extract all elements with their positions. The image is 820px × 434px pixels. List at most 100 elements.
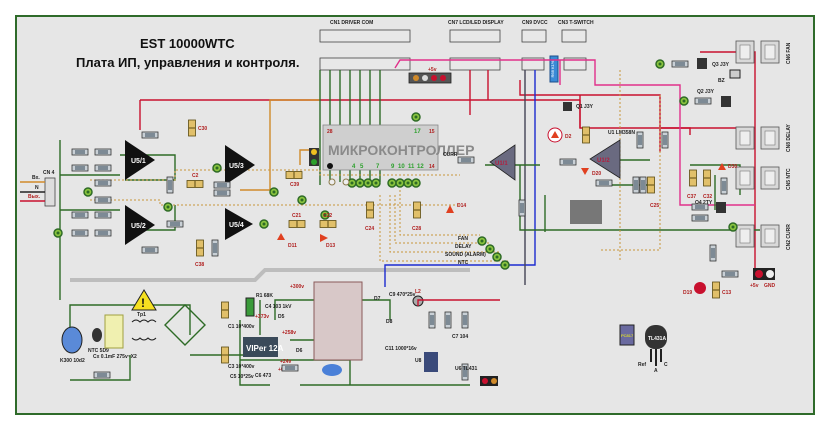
cn7-header bbox=[449, 57, 501, 71]
svg-text:R1 68K: R1 68K bbox=[256, 293, 273, 299]
diode-d11 bbox=[277, 233, 285, 240]
svg-text:PC817: PC817 bbox=[621, 333, 634, 338]
capacitor-c1 bbox=[221, 301, 229, 319]
svg-text:C3 10*400v: C3 10*400v bbox=[228, 364, 255, 370]
svg-text:C38: C38 bbox=[195, 262, 204, 268]
svg-text:C4 103 1kV: C4 103 1kV bbox=[265, 304, 292, 310]
buzzer bbox=[729, 69, 741, 79]
svg-text:C2: C2 bbox=[192, 173, 199, 179]
capacitor-c38 bbox=[196, 239, 204, 257]
svg-text:C9 470*25v: C9 470*25v bbox=[389, 292, 416, 298]
transistor-q1 bbox=[563, 102, 572, 111]
capacitor-cx bbox=[104, 314, 124, 349]
diode-d14 bbox=[446, 205, 454, 213]
psu-output-header bbox=[480, 376, 498, 386]
diode-d13 bbox=[320, 234, 328, 242]
svg-text:U5/4: U5/4 bbox=[229, 222, 244, 229]
transistor-q2 bbox=[721, 96, 731, 107]
capacitor-c13 bbox=[712, 281, 720, 299]
cn9-label: CN9 DVCC bbox=[522, 20, 548, 26]
svg-text:BZ: BZ bbox=[718, 78, 725, 84]
cn4-label: CN 4 bbox=[43, 170, 55, 176]
svg-text:U6 TL431: U6 TL431 bbox=[455, 366, 477, 372]
svg-text:CN6 FAN: CN6 FAN bbox=[786, 42, 792, 64]
svg-text:C11 1000*16v: C11 1000*16v bbox=[385, 346, 417, 352]
svg-text:9: 9 bbox=[391, 164, 395, 170]
microcontroller: МИКРОКОНТРОЛЛЕР 28 17 15 4 5 7 9 10 11 1… bbox=[322, 124, 474, 171]
tl431-illustration: TL431A Ref A C bbox=[638, 325, 668, 374]
svg-text:GND: GND bbox=[764, 283, 776, 289]
svg-text:K300 10d2: K300 10d2 bbox=[60, 358, 85, 364]
capacitor-c32 bbox=[703, 169, 711, 187]
curr-label: CURR bbox=[443, 152, 458, 158]
svg-text:!: ! bbox=[141, 296, 145, 310]
varistor bbox=[61, 326, 83, 354]
section-divider bbox=[70, 268, 470, 282]
led-indicator bbox=[309, 148, 319, 166]
svg-text:7: 7 bbox=[376, 164, 380, 170]
ic-dip-package bbox=[570, 200, 602, 224]
svg-text:C: C bbox=[664, 362, 668, 368]
svg-text:C1 10*400v: C1 10*400v bbox=[228, 324, 255, 330]
diode-d30 bbox=[718, 163, 726, 170]
ic-viper12a: VIPer 12A bbox=[243, 337, 284, 357]
svg-text:+300v: +300v bbox=[290, 284, 304, 290]
svg-text:A: A bbox=[654, 368, 658, 374]
svg-text:D2: D2 bbox=[565, 134, 572, 140]
svg-text:C25: C25 bbox=[650, 203, 659, 209]
warning-icon bbox=[131, 289, 157, 311]
mcu-label: МИКРОКОНТРОЛЛЕР bbox=[328, 142, 474, 158]
svg-text:+258v: +258v bbox=[282, 330, 296, 336]
capacitor-c24 bbox=[366, 201, 374, 219]
diagram-title: EST 10000WTC bbox=[140, 36, 235, 51]
svg-text:C5 10*25v: C5 10*25v bbox=[230, 374, 254, 380]
svg-text:Q4 2TY: Q4 2TY bbox=[695, 200, 713, 206]
svg-text:12: 12 bbox=[417, 164, 424, 170]
svg-text:14: 14 bbox=[429, 164, 435, 170]
capacitor-c3 bbox=[221, 346, 229, 364]
svg-text:4: 4 bbox=[352, 164, 356, 170]
cn4-pin-n: N bbox=[35, 185, 39, 191]
optocoupler-u8 bbox=[424, 352, 438, 372]
cn3-label: CN3 T-SWITCH bbox=[558, 20, 594, 26]
opamp-u5-2: U5/2 bbox=[125, 205, 155, 245]
cn9-header bbox=[521, 57, 545, 71]
resistor-r68 bbox=[549, 55, 559, 83]
svg-text:D13: D13 bbox=[326, 243, 335, 249]
resistor-array-left bbox=[71, 131, 231, 257]
svg-text:D8: D8 bbox=[386, 319, 393, 325]
svg-text:C22: C22 bbox=[323, 213, 332, 219]
svg-text:D19: D19 bbox=[683, 290, 692, 296]
svg-text:U8: U8 bbox=[415, 358, 422, 364]
signal-sound: SOUND (ALARM) bbox=[445, 252, 486, 258]
svg-text:C28: C28 bbox=[412, 226, 421, 232]
connector-cn1-driver-com: CN1 DRIVER COM bbox=[319, 20, 411, 43]
capacitor-c2 bbox=[186, 180, 204, 188]
transformer-tr2 bbox=[313, 281, 363, 361]
svg-text:U5/3: U5/3 bbox=[229, 163, 244, 170]
svg-text:5: 5 bbox=[360, 164, 364, 170]
capacitor-c22 bbox=[319, 220, 337, 228]
opamp-u1-2: U1/2 bbox=[589, 139, 621, 179]
resistor-r1 bbox=[245, 297, 255, 317]
ntc-thermistor bbox=[92, 328, 102, 342]
transistor-q3 bbox=[697, 58, 707, 69]
svg-text:D11: D11 bbox=[288, 243, 297, 249]
signal-ntc: NTC bbox=[458, 260, 469, 266]
signal-delay: DELAY bbox=[455, 244, 472, 250]
connector-cn4: CN 4 Bx. N Вых. bbox=[20, 170, 56, 207]
capacitor-c28 bbox=[413, 201, 421, 219]
connector-cn6-fan: CN6 FAN bbox=[735, 40, 792, 64]
signal-fan: FAN bbox=[458, 236, 468, 242]
diagram-subtitle: Плата ИП, управления и контроля. bbox=[76, 55, 300, 70]
plus5v-header bbox=[408, 72, 452, 84]
signal-labels: FAN DELAY SOUND (ALARM) NTC bbox=[445, 236, 486, 266]
svg-text:C13: C13 bbox=[722, 290, 731, 296]
capacitor-c21 bbox=[288, 220, 306, 228]
connector-cn2-curr: CN2 CURR bbox=[735, 224, 792, 250]
svg-text:U1/1: U1/1 bbox=[495, 161, 508, 167]
r68-label: R68 K1% bbox=[550, 60, 555, 77]
optocoupler-pc817-illustration: PC817 bbox=[619, 324, 635, 346]
svg-text:CN8 DELAY: CN8 DELAY bbox=[786, 123, 792, 152]
